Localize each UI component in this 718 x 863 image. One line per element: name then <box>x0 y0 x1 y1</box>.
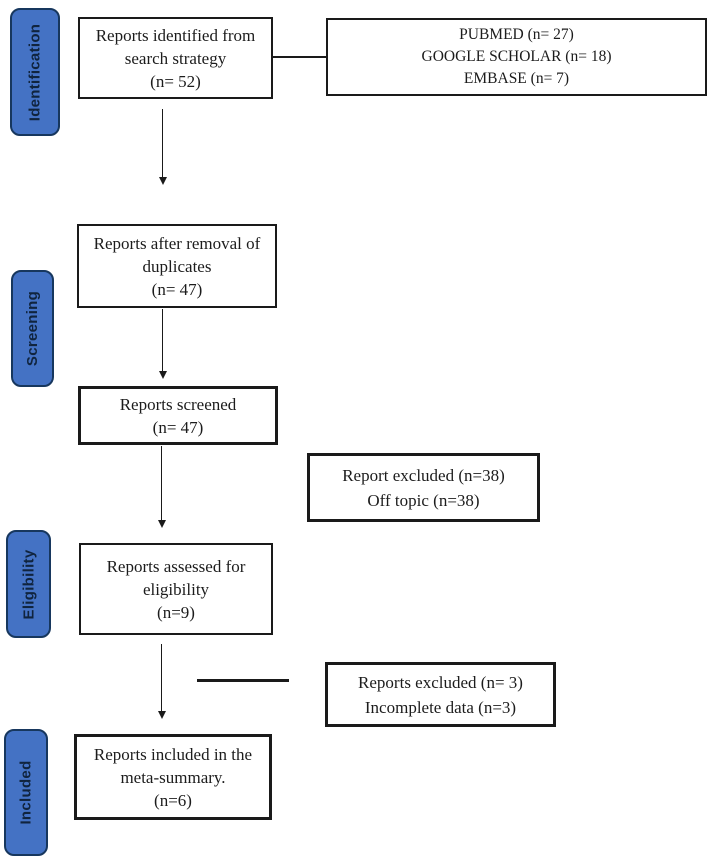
box-line: (n= 52) <box>150 71 201 91</box>
arrow-head-icon <box>158 371 167 379</box>
arrow-identified-to-duplicates <box>158 109 167 185</box>
stage-screening: Screening <box>11 270 54 387</box>
box-line: Report excluded (n=38) <box>342 465 505 485</box>
arrow-duplicates-to-screened <box>158 309 167 379</box>
box-line: Reports included in the <box>93 744 253 764</box>
box-line: Incomplete data (n=3) <box>364 697 517 717</box>
box-line: Reports after removal of <box>93 233 261 253</box>
arrow-screened-to-assessed <box>157 446 166 528</box>
box-line: GOOGLE SCHOLAR (n= 18) <box>421 48 612 65</box>
arrow-head-icon <box>157 520 166 528</box>
arrow-stem <box>161 309 164 371</box>
connector-assessed-to-excluded <box>197 679 289 682</box>
box-line: meta-summary. <box>120 767 226 787</box>
box-line: Reports identified from <box>95 25 256 45</box>
arrow-stem <box>161 109 164 177</box>
box-line: Reports excluded (n= 3) <box>358 672 523 692</box>
box-line: (n= 47) <box>151 279 203 299</box>
box-line: search strategy <box>124 48 227 68</box>
box-line: (n=6) <box>154 790 192 810</box>
stage-identification-label: Identification <box>26 23 44 121</box>
box-line: Off topic (n=38) <box>367 490 480 510</box>
box-line: Reports screened <box>119 394 237 414</box>
connector-identified-to-sources <box>273 56 326 58</box>
arrow-stem <box>160 644 163 711</box>
arrow-head-icon <box>157 711 166 719</box>
stage-eligibility-label: Eligibility <box>20 549 38 619</box>
box-line: duplicates <box>142 256 212 276</box>
box-line: PUBMED (n= 27) <box>459 26 574 43</box>
stage-identification: Identification <box>10 8 60 136</box>
box-line: (n= 47) <box>152 417 204 437</box>
stage-eligibility: Eligibility <box>6 530 51 638</box>
box-line: (n=9) <box>157 602 195 622</box>
box-line: Reports assessed for <box>106 556 246 576</box>
box-line: eligibility <box>142 579 210 599</box>
stage-screening-label: Screening <box>24 290 42 367</box>
box-reports-assessed: Reports assessed for eligibility (n=9) <box>79 543 273 635</box>
arrow-assessed-to-included <box>157 644 166 719</box>
arrow-stem <box>160 446 163 520</box>
stage-included-label: Included <box>17 760 35 825</box>
stage-included: Included <box>4 729 48 856</box>
box-reports-identified: Reports identified from search strategy … <box>78 17 273 99</box>
box-line: EMBASE (n= 7) <box>463 70 570 87</box>
box-database-sources: PUBMED (n= 27) GOOGLE SCHOLAR (n= 18) EM… <box>326 18 707 96</box>
box-reports-screened: Reports screened (n= 47) <box>78 386 278 445</box>
arrow-head-icon <box>158 177 167 185</box>
box-after-duplicates: Reports after removal of duplicates (n= … <box>77 224 277 308</box>
box-excluded-eligibility: Reports excluded (n= 3) Incomplete data … <box>325 662 556 727</box>
box-excluded-screening: Report excluded (n=38) Off topic (n=38) <box>307 453 540 522</box>
box-reports-included: Reports included in the meta-summary. (n… <box>74 734 272 820</box>
